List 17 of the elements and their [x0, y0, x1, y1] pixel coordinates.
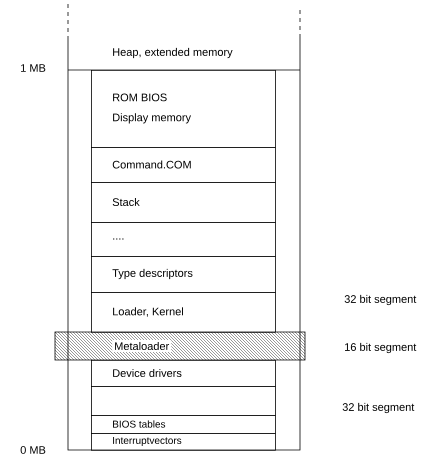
- memory-block: Stack: [91, 182, 276, 223]
- axis-label: 32 bit segment: [342, 402, 414, 414]
- memory-block: [91, 386, 276, 416]
- axis-label: 0 MB: [20, 446, 46, 454]
- memory-block: Command.COM: [91, 147, 276, 183]
- memory-block: ....: [91, 222, 276, 257]
- memory-block: ROM BIOS Display memory: [91, 70, 276, 148]
- memory-block: Interruptvectors: [91, 433, 276, 451]
- hatched-block: Metaloader: [54, 332, 306, 360]
- axis-label: 32 bit segment: [344, 294, 416, 306]
- memory-region: Heap, extended memory: [113, 48, 233, 58]
- memory-block: Device drivers: [91, 360, 276, 387]
- memory-block: BIOS tables: [91, 415, 276, 434]
- memory-block: Type descriptors: [91, 256, 276, 293]
- axis-label: 1 MB: [21, 64, 46, 72]
- axis-label: 16 bit segment: [345, 342, 416, 354]
- memory-block: Loader, Kernel: [91, 292, 276, 333]
